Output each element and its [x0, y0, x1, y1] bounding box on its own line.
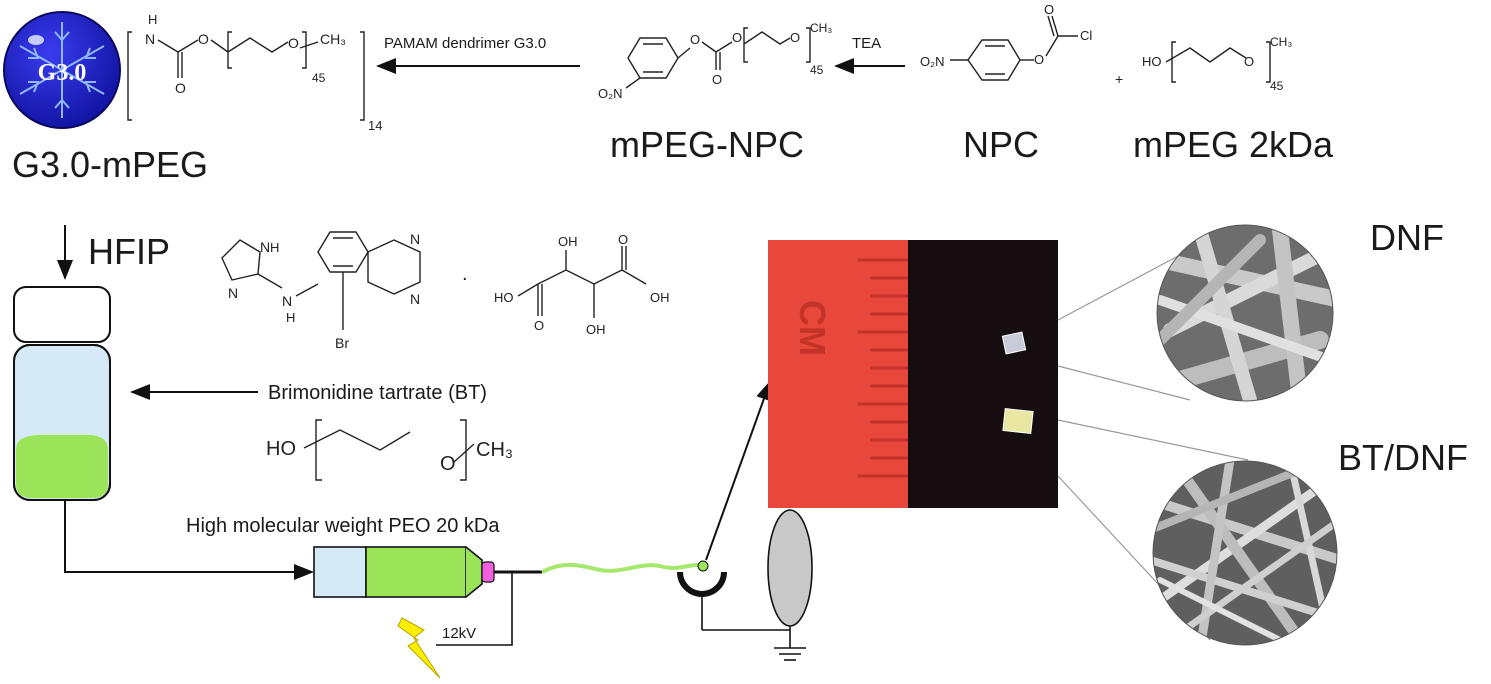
atom-o: O	[790, 30, 800, 45]
syringe-icon	[313, 546, 542, 598]
atom-o: O	[690, 32, 700, 47]
atom-n: N	[260, 239, 270, 255]
fiber-jet	[541, 563, 705, 574]
lightning-icon	[397, 617, 441, 679]
atom-o: O	[732, 30, 742, 45]
atom-o: O	[175, 80, 186, 96]
atom-o: O	[288, 35, 299, 51]
dnf-sample	[1001, 331, 1027, 355]
bt-dnf-sample	[1002, 408, 1034, 434]
brimonidine-structure: N H N N H N N Br .	[221, 231, 468, 351]
tartrate-structure: HO O OH OH O OH	[494, 232, 670, 337]
tea-reagent-label: TEA	[852, 35, 881, 52]
atom-o: O	[534, 318, 544, 333]
atom-n: N	[410, 231, 420, 247]
peo-structure: HO O CH₃	[266, 419, 513, 481]
dnf-label: DNF	[1370, 217, 1444, 258]
npc-label: NPC	[963, 124, 1039, 165]
atom-n: N	[145, 31, 155, 47]
salt-dot: .	[462, 263, 468, 285]
atom-oh: OH	[586, 322, 606, 337]
peo-label: High molecular weight PEO 20 kDa	[186, 515, 500, 537]
sample-photo: CM	[768, 240, 1058, 508]
atom-o: O	[440, 453, 456, 475]
collector-icon	[677, 509, 813, 661]
atom-o: O	[1244, 54, 1254, 69]
hv-wire	[436, 572, 513, 646]
hfip-label: HFIP	[88, 231, 170, 272]
atom-ho: HO	[1142, 54, 1162, 69]
atom-o: O	[1034, 52, 1044, 67]
ruler-cm-text: CM	[792, 300, 833, 356]
mpeg-npc-structure: O O O O CH₃ 45 O₂N	[598, 21, 832, 101]
atom-n: N	[228, 285, 238, 301]
atom-o: O	[198, 31, 209, 47]
atom-cl: Cl	[1080, 28, 1092, 43]
atom-n: N	[282, 293, 292, 309]
atom-o2n: O₂N	[920, 54, 945, 69]
mpeg-npc-label: mPEG-NPC	[610, 124, 804, 165]
atom-ch3: CH₃	[1270, 35, 1292, 49]
atom-o: O	[712, 72, 722, 87]
to-photo-arrow	[705, 380, 772, 561]
repeat-count-45: 45	[810, 63, 824, 77]
sem-image-bt-dnf	[1152, 460, 1338, 646]
g3-mpeg-structure: H N O O O 45 CH₃ 14	[127, 12, 382, 133]
atom-o: O	[1044, 2, 1054, 17]
plus-sign: +	[1115, 71, 1123, 87]
atom-br: Br	[335, 335, 349, 351]
g3-mpeg-label: G3.0-mPEG	[12, 144, 208, 185]
dendrimer-icon: G3.0	[3, 11, 121, 129]
repeat-count-14: 14	[368, 118, 382, 133]
atom-h: H	[148, 12, 157, 27]
atom-ch3: CH₃	[810, 21, 832, 35]
mpeg-2kda-label: mPEG 2kDa	[1133, 124, 1334, 165]
pamam-reagent-label: PAMAM dendrimer G3.0	[384, 35, 546, 52]
sem-image-dnf	[1156, 224, 1334, 402]
bt-dnf-label: BT/DNF	[1338, 437, 1468, 478]
atom-oh: OH	[650, 290, 670, 305]
atom-ho: HO	[494, 290, 514, 305]
atom-h: H	[270, 240, 279, 255]
atom-ho: HO	[266, 438, 296, 460]
vial-icon	[13, 286, 111, 501]
atom-ch3: CH₃	[476, 439, 513, 461]
repeat-count-45: 45	[312, 71, 326, 85]
atom-o: O	[618, 232, 628, 247]
npc-structure: O₂N O O Cl	[920, 2, 1092, 81]
repeat-count-45: 45	[1270, 79, 1284, 93]
atom-o2n: O₂N	[598, 86, 623, 101]
vial-to-syringe-arrow	[64, 500, 314, 580]
atom-oh: OH	[558, 234, 578, 249]
atom-n: N	[410, 291, 420, 307]
atom-ch3: CH₃	[320, 31, 346, 47]
snowflake-icon	[19, 22, 105, 118]
bt-label: Brimonidine tartrate (BT)	[268, 382, 487, 404]
mpeg-structure: HO O CH₃ 45	[1142, 35, 1292, 93]
dendrimer-badge: G3.0	[38, 60, 87, 86]
voltage-label: 12kV	[442, 625, 476, 642]
atom-h: H	[286, 310, 295, 325]
